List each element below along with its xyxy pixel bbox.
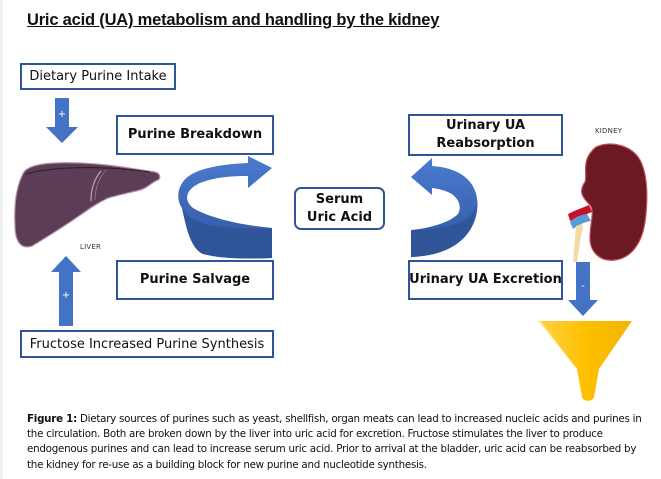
figure-caption-text: Dietary sources of purines such as yeast… <box>27 413 642 471</box>
figure-caption-label: Figure 1: <box>27 413 77 425</box>
fructose-purine-synthesis-box: Fructose Increased Purine Synthesis <box>20 330 274 358</box>
dietary-purine-intake-box: Dietary Purine Intake <box>20 63 176 90</box>
diagram-title: Uric acid (UA) metabolism and handling b… <box>27 11 440 29</box>
urinary-ua-excretion-box: Urinary UA Excretion <box>408 260 563 300</box>
purine-breakdown-box: Purine Breakdown <box>116 115 274 155</box>
serum-uric-acid-line1: Serum <box>315 191 364 207</box>
serum-uric-acid-box: Serum Uric Acid <box>294 187 385 230</box>
purine-breakdown-label: Purine Breakdown <box>127 127 263 142</box>
urinary-ua-excretion-label: Urinary UA Excretion <box>409 272 562 287</box>
kidney-label: KIDNEY <box>595 127 623 135</box>
page-edge <box>0 0 3 479</box>
dietary-intake-arrow: + <box>46 98 78 143</box>
liver-icon <box>14 162 161 248</box>
plus-sign: + <box>62 290 70 301</box>
fructose-arrow: + <box>51 256 81 326</box>
figure-caption: Figure 1: Dietary sources of purines suc… <box>27 412 642 473</box>
purine-salvage-box: Purine Salvage <box>116 260 274 300</box>
plus-sign: + <box>58 109 66 120</box>
urinary-ua-reabsorption-line1: Urinary UA <box>445 118 526 133</box>
urinary-ua-reabsorption-box: Urinary UA Reabsorption <box>408 114 563 156</box>
serum-uric-acid-line2: Uric Acid <box>306 209 373 225</box>
fructose-purine-synthesis-label: Fructose Increased Purine Synthesis <box>29 336 265 352</box>
minus-sign: - <box>581 281 585 292</box>
liver-label: LIVER <box>80 243 102 251</box>
funnel-icon <box>538 321 632 401</box>
breakdown-cycle-arrow <box>178 156 272 259</box>
kidney-icon <box>568 143 648 262</box>
reabsorption-cycle-arrow <box>411 158 478 257</box>
dietary-purine-intake-label: Dietary Purine Intake <box>29 69 167 84</box>
purine-salvage-label: Purine Salvage <box>139 272 251 287</box>
urinary-ua-reabsorption-line2: Reabsorption <box>436 136 535 151</box>
excretion-arrow: - <box>568 262 598 316</box>
